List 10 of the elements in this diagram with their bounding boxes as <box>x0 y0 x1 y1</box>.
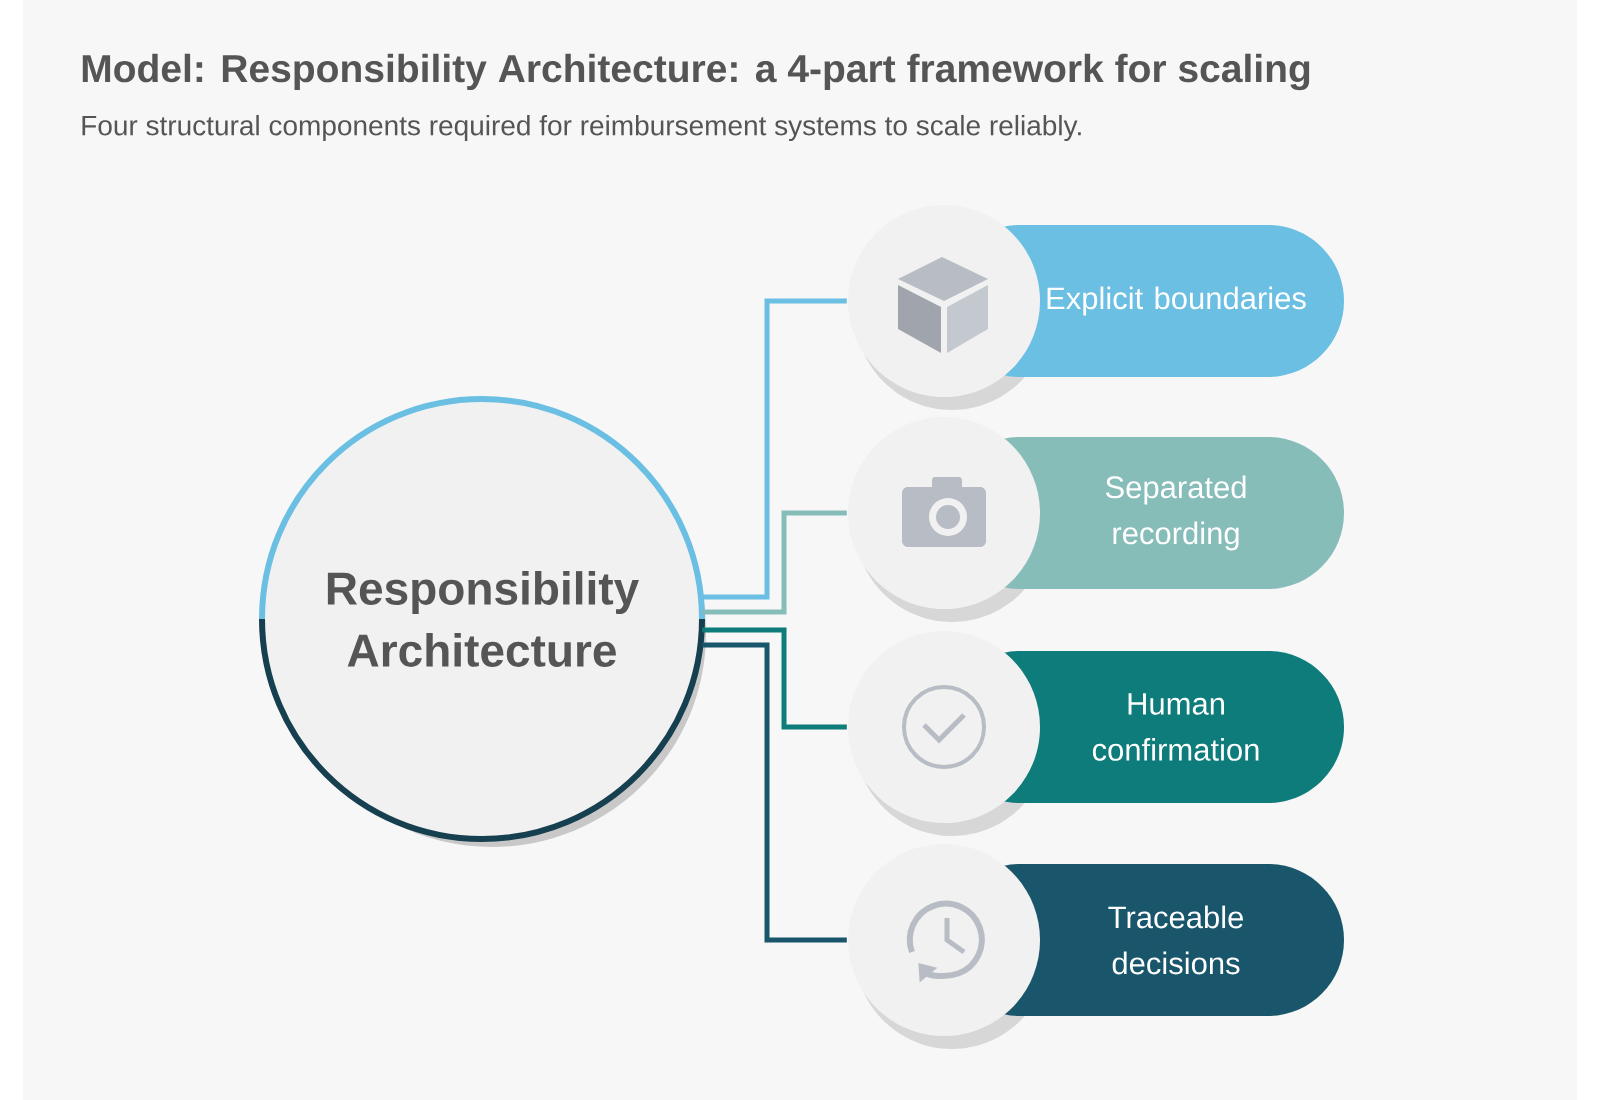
connector-line <box>702 642 847 943</box>
title: Model: Responsibility Architecture: a 4-part framework for scaling <box>82 53 1310 91</box>
item-label: Explicit boundaries <box>1047 286 1306 316</box>
item-label: Human confirmation <box>1092 693 1259 761</box>
connector-line <box>702 627 847 730</box>
connector-line <box>702 298 847 600</box>
item-label: Traceable decisions <box>1108 905 1243 975</box>
item-label: Separated recording <box>1105 475 1246 551</box>
subtitle: Four structural components required for reimbursement systems to scale reliably. <box>82 114 1081 142</box>
connector-line <box>702 510 847 615</box>
